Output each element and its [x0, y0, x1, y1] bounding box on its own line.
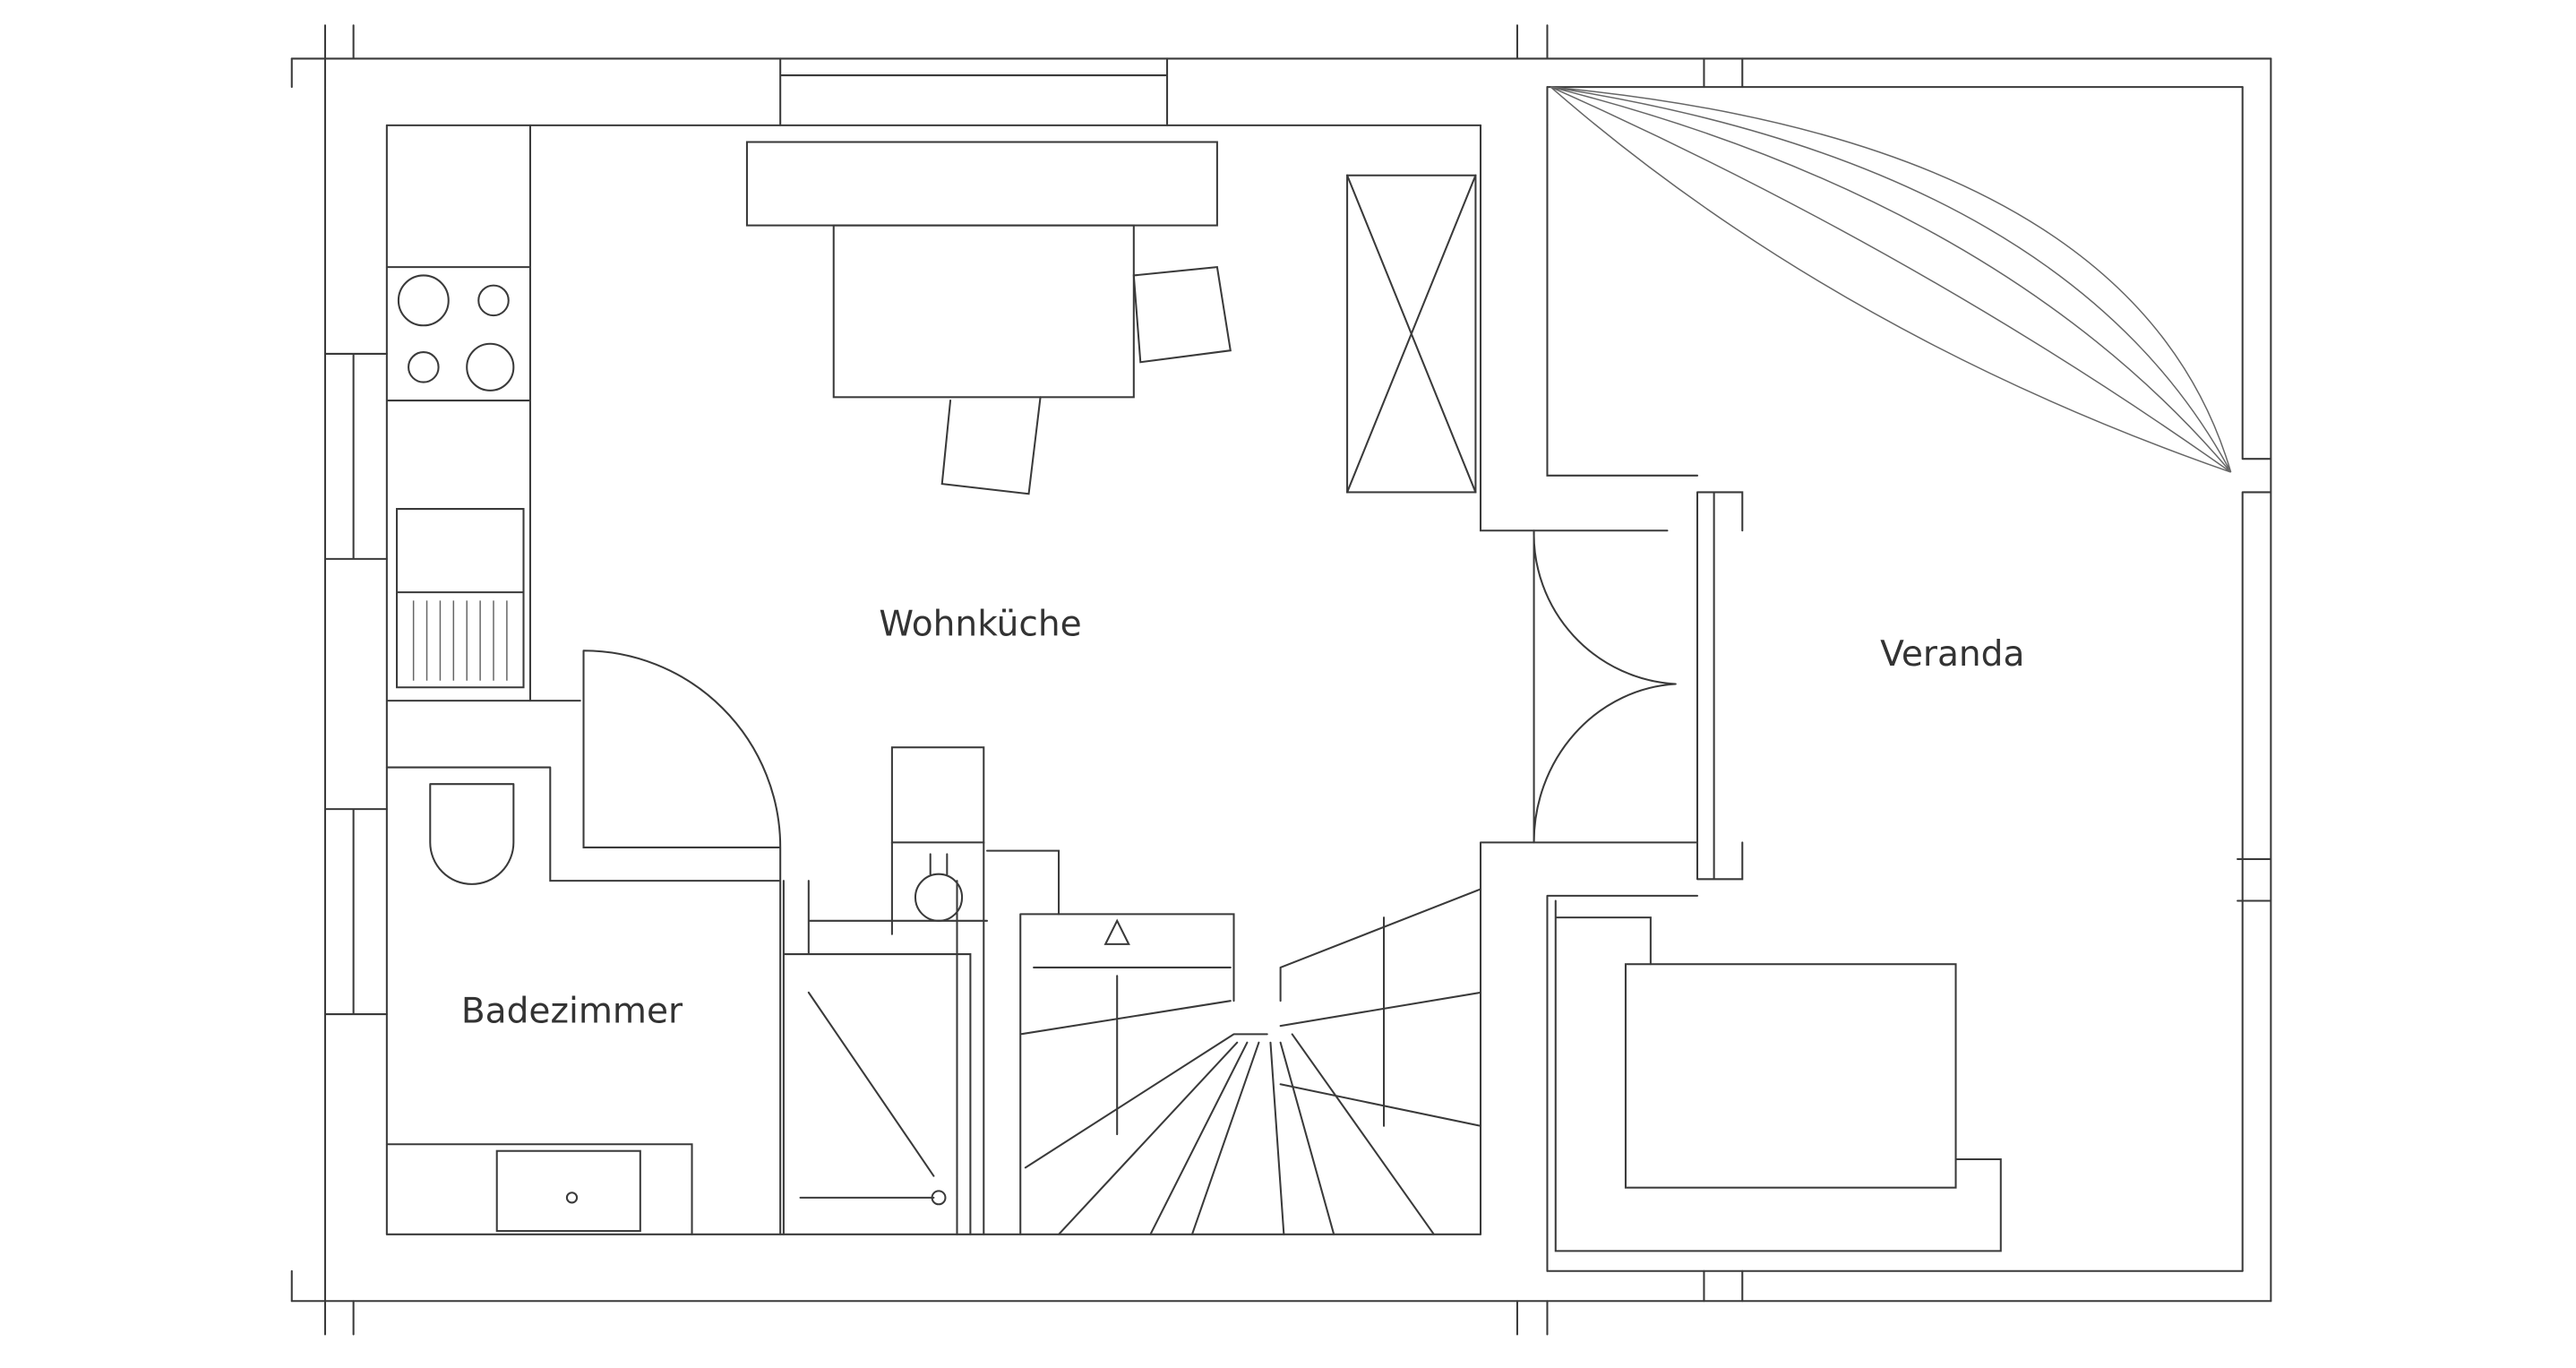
washbasin-bath	[385, 1143, 693, 1235]
veranda-table	[1554, 899, 2002, 1252]
stove	[397, 274, 515, 391]
sink-drainer	[412, 600, 508, 681]
veranda-door	[1533, 529, 1677, 844]
room-label-veranda: Veranda	[1880, 634, 2024, 675]
small-sink	[890, 746, 1060, 1235]
window-top	[779, 57, 1169, 126]
room-label-kitchen: Wohnküche	[879, 605, 1081, 645]
dining-table	[745, 141, 1232, 495]
toilet	[429, 783, 515, 885]
hammock	[1550, 86, 2232, 473]
walls	[290, 24, 2272, 1336]
room-label-bathroom: Badezimmer	[461, 991, 683, 1031]
shower	[782, 880, 989, 1235]
bathroom-walls	[385, 650, 782, 1235]
kitchen-counter	[385, 124, 531, 702]
cabinet	[1346, 174, 1477, 494]
staircase	[1019, 888, 1482, 1235]
